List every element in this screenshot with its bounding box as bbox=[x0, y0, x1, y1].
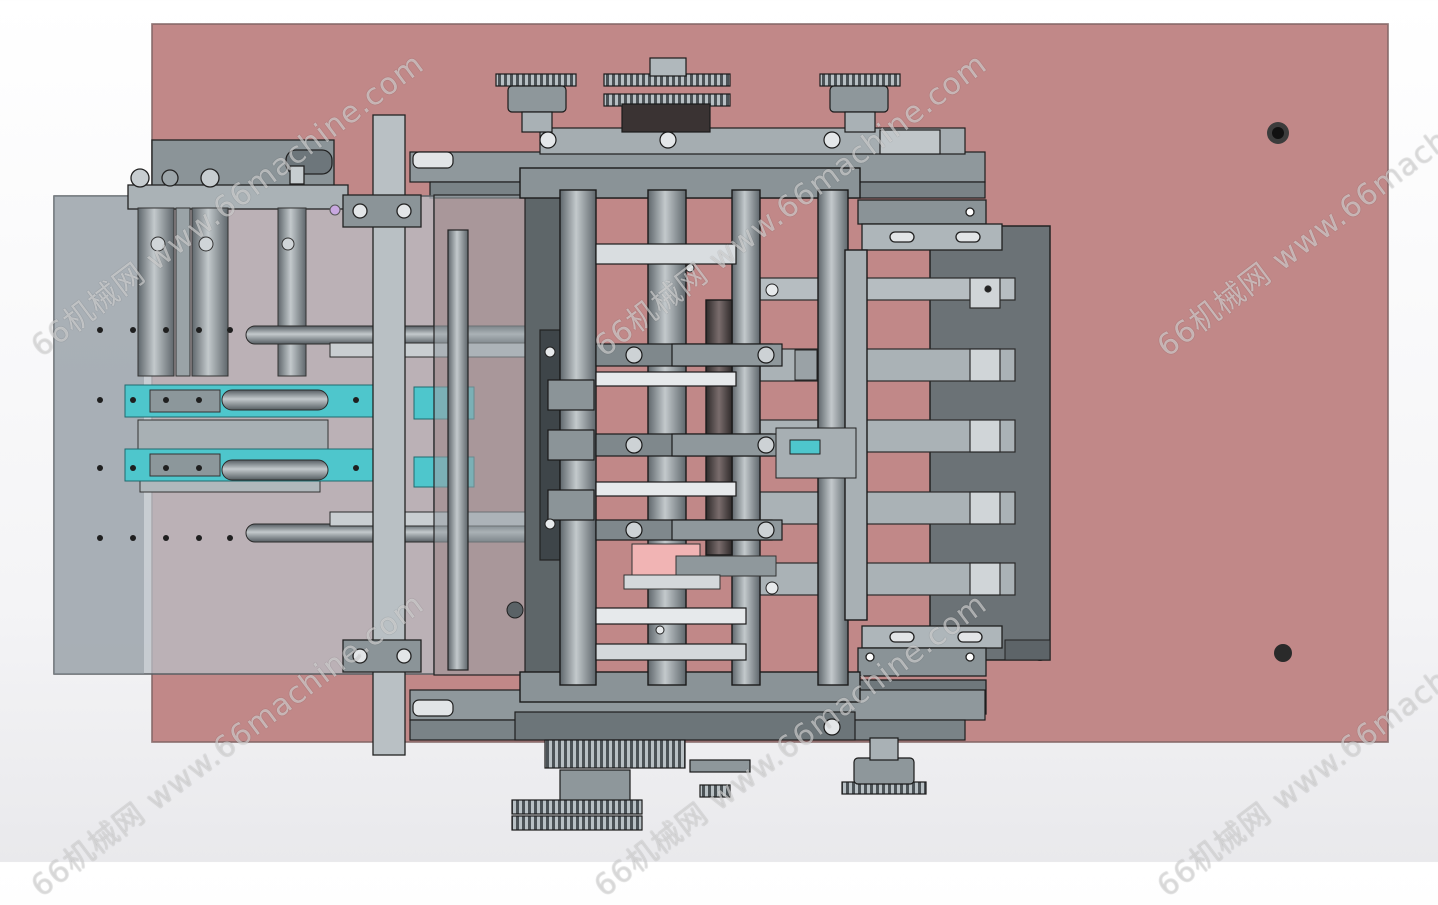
left-top-bracket bbox=[127, 139, 349, 210]
bottom-drive bbox=[511, 718, 927, 831]
lilac-fitting bbox=[329, 204, 341, 216]
bolts bbox=[506, 263, 779, 635]
sensor-bracket bbox=[775, 349, 857, 479]
inner-frame bbox=[433, 194, 566, 676]
pink-block bbox=[623, 543, 777, 590]
bottom-rail bbox=[409, 689, 986, 741]
mechanism-top-view bbox=[53, 23, 1389, 831]
pneumatic-cylinders bbox=[137, 207, 329, 493]
vertical-column-bar bbox=[342, 114, 422, 756]
cross-arms bbox=[547, 243, 783, 661]
top-drive bbox=[495, 57, 901, 149]
